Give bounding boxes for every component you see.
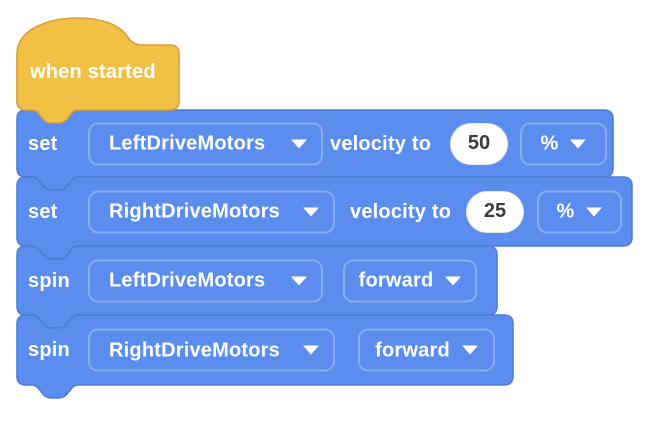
block-row-set-left-velocity: set LeftDriveMotors velocity to 50 % <box>17 110 613 177</box>
velocity-value-input[interactable]: 50 <box>450 122 508 165</box>
when-started-label: when started <box>30 61 156 83</box>
velocity-value-input[interactable]: 25 <box>466 190 524 233</box>
motor-dropdown-value: RightDriveMotors <box>109 200 280 223</box>
block-row-set-right-velocity: set RightDriveMotors velocity to 25 % <box>17 177 632 246</box>
motor-dropdown-value: LeftDriveMotors <box>109 132 266 155</box>
motor-dropdown-value: RightDriveMotors <box>109 339 280 361</box>
block-shape-when-started-hat[interactable] <box>16 17 180 124</box>
block-row-spin-right: spin RightDriveMotors forward <box>17 315 513 385</box>
motor-dropdown[interactable]: RightDriveMotors <box>88 328 335 372</box>
set-label: set <box>28 200 58 223</box>
block-shape-spin-right[interactable] <box>16 314 514 399</box>
dropdown-caret-icon <box>586 207 603 216</box>
motor-dropdown[interactable]: LeftDriveMotors <box>88 259 323 302</box>
motor-dropdown-value: LeftDriveMotors <box>109 269 266 292</box>
spin-label: spin <box>28 269 70 292</box>
velocity-to-label: velocity to <box>350 200 452 223</box>
dropdown-caret-icon <box>303 345 319 355</box>
dropdown-caret-icon <box>445 276 462 285</box>
spin-label: spin <box>28 339 70 361</box>
motor-dropdown[interactable]: LeftDriveMotors <box>88 122 323 165</box>
motor-dropdown[interactable]: RightDriveMotors <box>88 190 335 233</box>
velocity-to-label: velocity to <box>330 132 432 155</box>
dropdown-caret-icon <box>291 139 307 148</box>
unit-dropdown-value: % <box>540 132 559 155</box>
dropdown-caret-icon <box>461 345 478 355</box>
set-label: set <box>28 132 58 155</box>
unit-dropdown[interactable]: % <box>520 122 607 165</box>
direction-dropdown[interactable]: forward <box>358 328 495 372</box>
direction-dropdown[interactable]: forward <box>343 259 477 302</box>
unit-dropdown-value: % <box>556 200 575 223</box>
dropdown-caret-icon <box>291 276 307 285</box>
unit-dropdown[interactable]: % <box>537 190 622 233</box>
dropdown-caret-icon <box>303 207 319 216</box>
direction-dropdown-value: forward <box>375 339 450 361</box>
dropdown-caret-icon <box>570 139 587 148</box>
block-row-spin-left: spin LeftDriveMotors forward <box>17 246 497 315</box>
direction-dropdown-value: forward <box>358 269 434 292</box>
